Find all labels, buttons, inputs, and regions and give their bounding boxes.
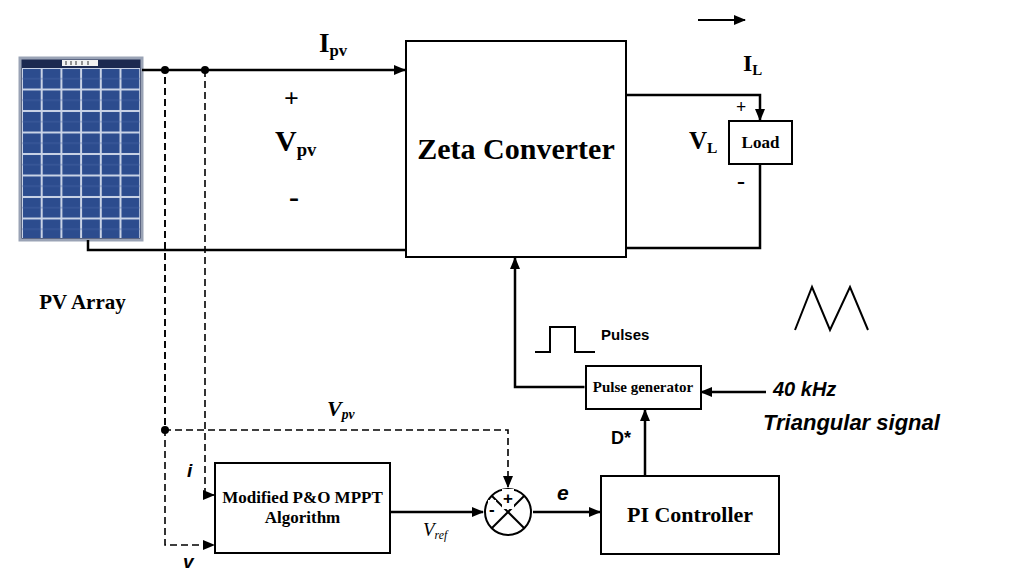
signal-label: v (182, 551, 195, 573)
signal-label: Vref (422, 519, 448, 543)
triangular-wave (795, 287, 868, 330)
pi-controller-box: PI Controller (600, 475, 780, 555)
signal-label: e (556, 481, 570, 505)
box-label: Load (742, 133, 780, 153)
pulse-generator-box: Pulse generator (585, 365, 702, 410)
connector (150, 249, 405, 252)
polarity-sign: - (736, 168, 746, 195)
pv-array: PV Array (15, 55, 150, 320)
sign-label: - (488, 500, 496, 520)
box-label: PI Controller (627, 502, 753, 528)
connector (627, 165, 760, 248)
current-arrow (698, 19, 745, 21)
box-label: Modified P&O MPPT Algorithm (216, 488, 389, 528)
connector (644, 410, 647, 475)
voltage-label: VL (688, 127, 718, 157)
signal-label: D* (610, 428, 632, 449)
clock-arrow (701, 391, 766, 394)
signal-label: Vpv (326, 396, 356, 423)
connector (391, 511, 483, 514)
signal-label: Pulses (600, 326, 650, 343)
panel-leads (88, 70, 150, 250)
converter-box: Zeta Converter (405, 40, 627, 258)
connector (627, 95, 760, 120)
signal-label: IL (742, 50, 763, 79)
signal-line (150, 70, 214, 545)
polarity-sign: - (288, 180, 300, 214)
connector (515, 258, 585, 387)
pulse-symbol (535, 327, 595, 352)
connector (533, 511, 600, 514)
signal-line (150, 70, 214, 495)
signal-label: Ipv (318, 28, 348, 61)
pv-panel (20, 58, 142, 240)
polarity-sign: + (735, 97, 747, 118)
mppt-box: Modified P&O MPPT Algorithm (214, 462, 391, 554)
load-box: Load (728, 120, 793, 165)
frequency-label: 40 kHz (772, 378, 837, 401)
signal-label: Triangular signal (762, 410, 941, 436)
voltage-label: Vpv (274, 124, 317, 161)
polarity-sign: + (283, 84, 300, 114)
array-label: PV Array (15, 290, 150, 315)
summing-junction: +- (483, 487, 533, 537)
sign-label: + (502, 489, 514, 509)
box-label: Pulse generator (593, 379, 693, 396)
signal-label: i (186, 460, 193, 482)
box-label: Zeta Converter (417, 132, 614, 166)
